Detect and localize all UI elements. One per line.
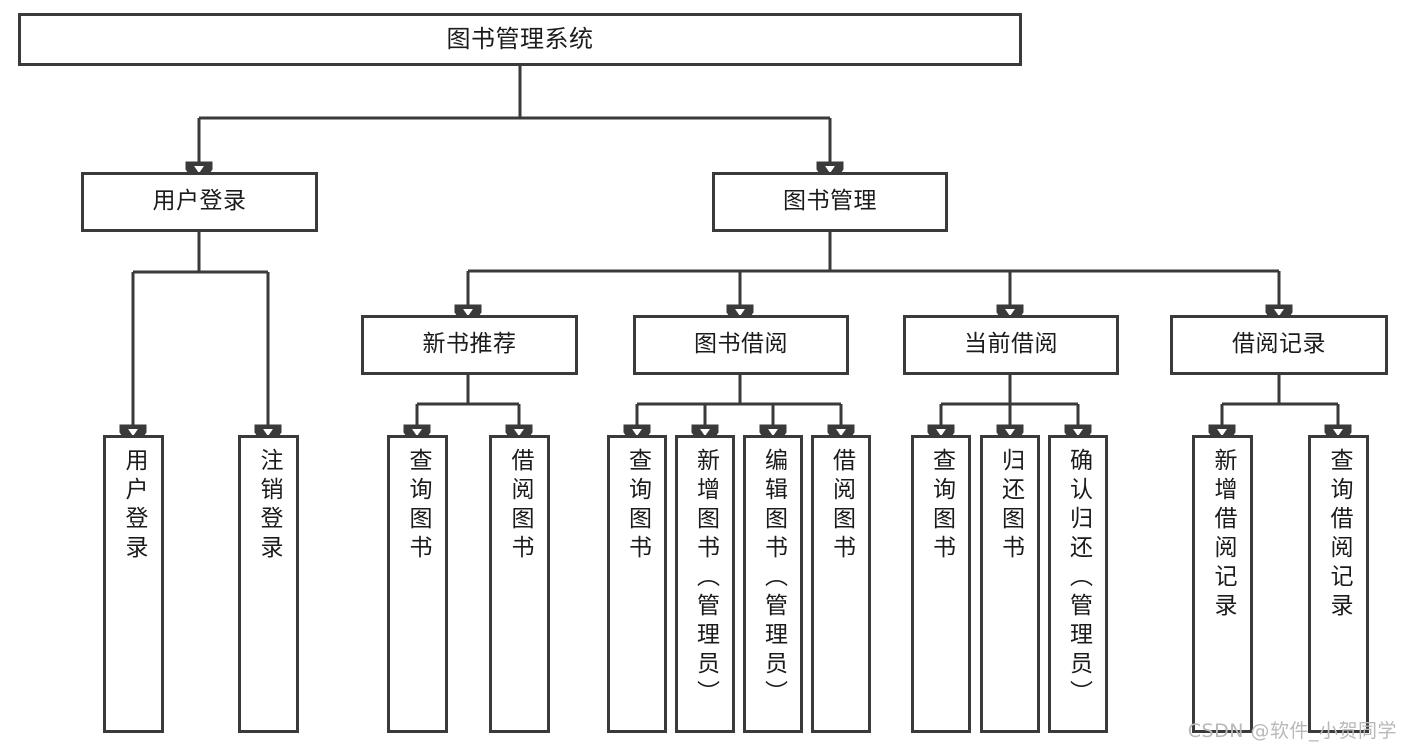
node-label: 图书借阅 — [694, 331, 788, 358]
leaf-new-book-query[interactable]: 查询图书 — [387, 435, 448, 733]
node-borrow-record[interactable]: 借阅记录 — [1170, 315, 1388, 375]
node-label: 借阅图书 — [828, 448, 855, 564]
node-label: 查询借阅记录 — [1326, 448, 1352, 622]
node-label: 用户登录 — [152, 188, 247, 215]
node-current-borrow[interactable]: 当前借阅 — [903, 315, 1119, 375]
leaf-current-borrow-confirm-admin[interactable]: 确认归还（管理员） — [1048, 435, 1108, 733]
leaf-current-borrow-query[interactable]: 查询图书 — [911, 435, 971, 733]
node-label: 新增借阅记录 — [1210, 448, 1236, 622]
leaf-book-borrow-borrow[interactable]: 借阅图书 — [811, 435, 871, 733]
csdn-watermark: CSDN @软件_小贺同学 — [1187, 720, 1397, 742]
node-label: 查询图书 — [405, 448, 431, 564]
node-label: 借阅记录 — [1232, 331, 1326, 358]
node-label: 图书管理系统 — [446, 25, 594, 54]
node-label: 借阅图书 — [507, 448, 533, 564]
node-label: 当前借阅 — [964, 331, 1058, 358]
node-user-login[interactable]: 用户登录 — [81, 172, 318, 232]
leaf-book-borrow-query[interactable]: 查询图书 — [607, 435, 667, 733]
node-new-book-recommend[interactable]: 新书推荐 — [361, 315, 578, 375]
leaf-borrow-record-query[interactable]: 查询借阅记录 — [1308, 435, 1369, 733]
leaf-book-borrow-edit-admin[interactable]: 编辑图书（管理员） — [743, 435, 803, 733]
node-label: 确认归还（管理员） — [1065, 448, 1092, 709]
leaf-user-login-login[interactable]: 用户登录 — [103, 435, 164, 733]
node-label: 注销登录 — [256, 448, 282, 564]
node-book-management[interactable]: 图书管理 — [712, 172, 948, 232]
node-book-borrow[interactable]: 图书借阅 — [633, 315, 849, 375]
leaf-book-borrow-add-admin[interactable]: 新增图书（管理员） — [675, 435, 735, 733]
node-label: 查询图书 — [624, 448, 651, 564]
node-label: 查询图书 — [928, 448, 955, 564]
node-label: 新书推荐 — [422, 331, 517, 358]
node-label: 图书管理 — [783, 188, 877, 215]
leaf-current-borrow-return[interactable]: 归还图书 — [980, 435, 1040, 733]
leaf-user-login-logout[interactable]: 注销登录 — [238, 435, 299, 733]
node-label: 归还图书 — [997, 448, 1024, 564]
node-root-system[interactable]: 图书管理系统 — [18, 13, 1022, 66]
node-label: 编辑图书（管理员） — [760, 448, 787, 709]
leaf-new-book-borrow[interactable]: 借阅图书 — [489, 435, 550, 733]
leaf-borrow-record-add[interactable]: 新增借阅记录 — [1192, 435, 1253, 733]
node-label: 新增图书（管理员） — [692, 448, 719, 709]
node-label: 用户登录 — [121, 448, 147, 564]
